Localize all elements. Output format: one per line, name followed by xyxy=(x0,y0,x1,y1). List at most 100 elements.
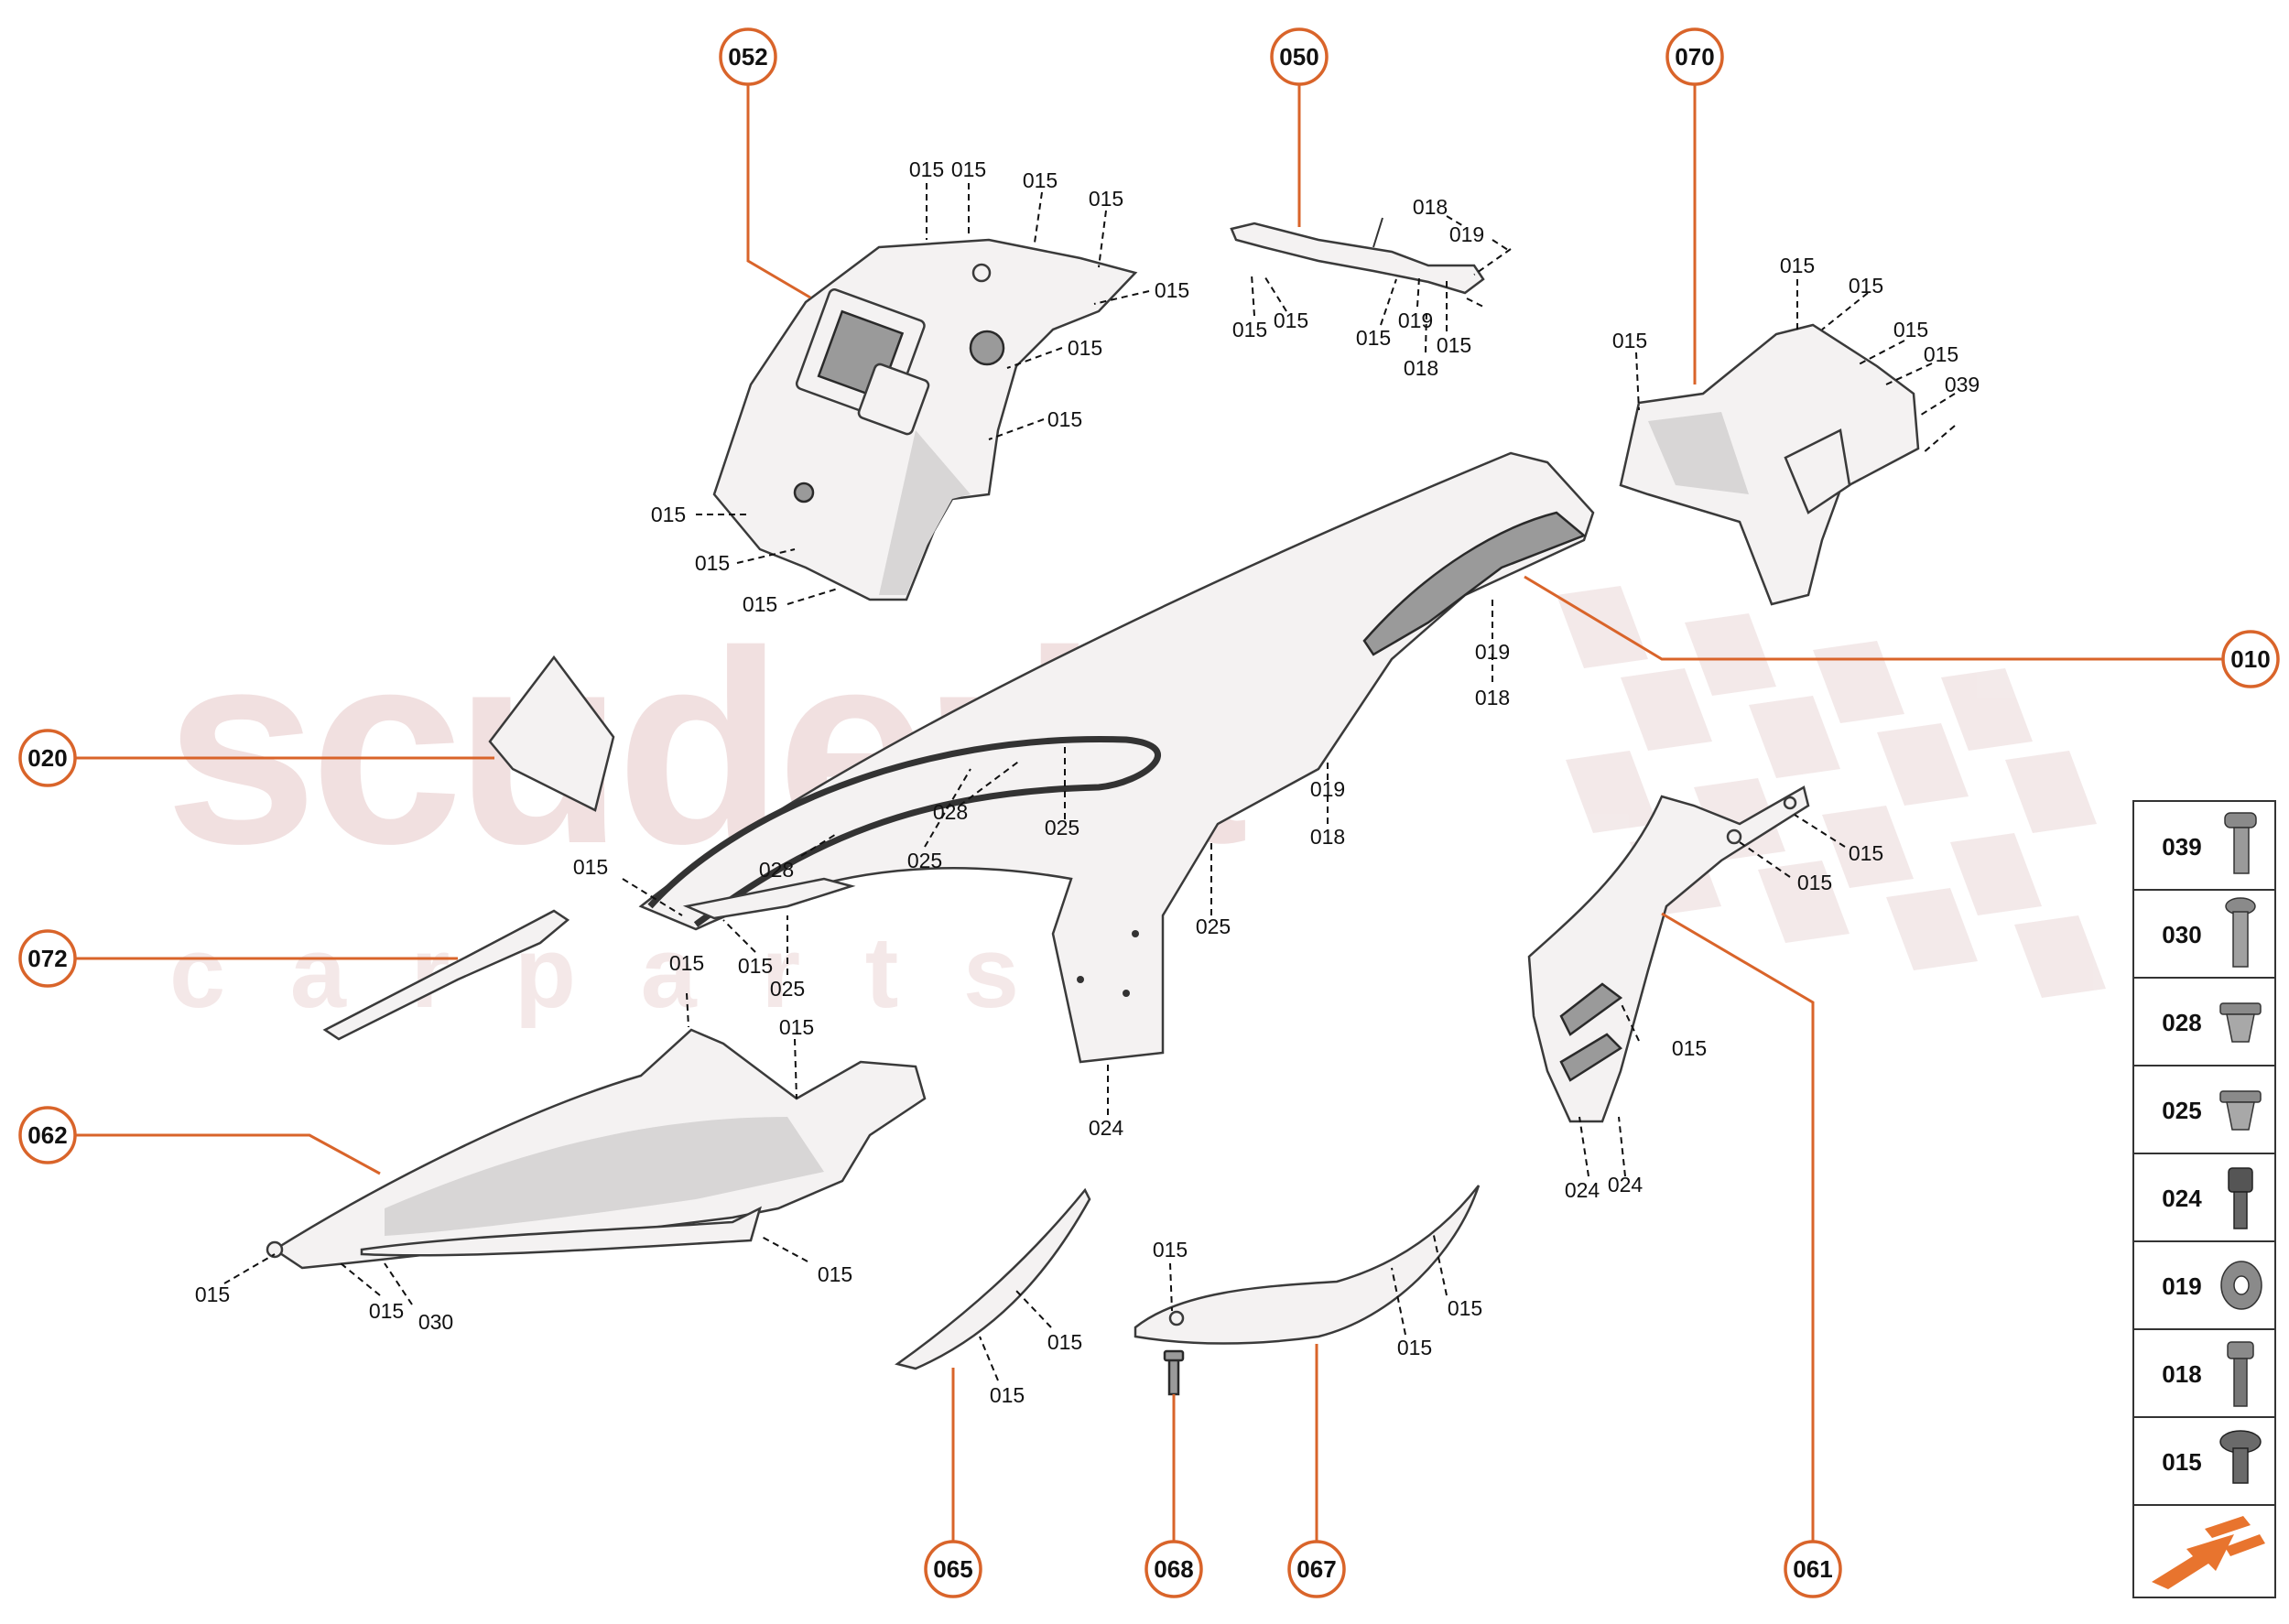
clip-nut-icon xyxy=(2219,1002,2262,1043)
part-number: 015 xyxy=(695,551,730,575)
part-number: 028 xyxy=(759,858,794,882)
callout-061[interactable]: 061 xyxy=(1784,1540,1842,1598)
part-number: 024 xyxy=(1089,1116,1124,1140)
part-number: 015 xyxy=(669,951,704,975)
part-number: 015 xyxy=(779,1015,814,1039)
legend-row-039[interactable]: 039 xyxy=(2162,812,2257,874)
part-068-screw[interactable] xyxy=(1163,1349,1185,1396)
part-number: 015 xyxy=(1153,1238,1188,1261)
callout-050[interactable]: 050 xyxy=(1270,27,1329,86)
callout-065[interactable]: 065 xyxy=(924,1540,982,1598)
part-number: 019 xyxy=(1310,777,1345,801)
part-number-labels: 015 015 015 015 015 015 015 015 015 015 … xyxy=(195,157,1980,1407)
callout-065-label: 065 xyxy=(933,1555,972,1583)
part-number: 015 xyxy=(651,503,686,526)
part-number: 018 xyxy=(1475,686,1510,709)
part-number: 015 xyxy=(1356,326,1391,350)
legend-row-015[interactable]: 015 xyxy=(2162,1430,2262,1484)
checkered-flag-icon xyxy=(1557,586,2106,998)
callout-062-label: 062 xyxy=(27,1121,67,1149)
part-number: 028 xyxy=(933,800,968,824)
part-number: 019 xyxy=(1475,640,1510,664)
part-061-panel[interactable] xyxy=(1527,785,1810,1123)
part-065-panel[interactable] xyxy=(895,1187,1091,1370)
part-067-panel[interactable] xyxy=(1134,1185,1481,1345)
legend-row-024[interactable]: 024 xyxy=(2162,1167,2253,1229)
legend-row-025[interactable]: 025 xyxy=(2162,1090,2262,1131)
washer-icon xyxy=(2220,1261,2262,1310)
part-010-main-panel[interactable] xyxy=(638,451,1595,1064)
next-page-arrow-icon[interactable] xyxy=(2152,1516,2265,1589)
part-number: 015 xyxy=(818,1262,852,1286)
part-020-trim[interactable] xyxy=(488,655,615,812)
part-number: 018 xyxy=(1404,356,1438,380)
part-number-leaders xyxy=(223,183,1956,1381)
part-number: 015 xyxy=(1155,278,1189,302)
legend-code: 024 xyxy=(2162,1185,2202,1212)
clip-nut-icon xyxy=(2219,1090,2262,1131)
part-number: 030 xyxy=(418,1310,453,1334)
part-number: 015 xyxy=(990,1383,1025,1407)
callout-062[interactable]: 062 xyxy=(18,1106,77,1164)
watermark-tagline: c a r p a r t s xyxy=(169,916,1037,1029)
callout-leader-lines xyxy=(64,73,2223,1547)
part-number: 015 xyxy=(1437,333,1471,357)
part-050-bracket[interactable] xyxy=(1230,217,1485,295)
part-number: 015 xyxy=(195,1283,230,1306)
part-number: 015 xyxy=(1612,329,1647,352)
part-number: 015 xyxy=(1047,1330,1082,1354)
part-number: 015 xyxy=(1274,309,1308,332)
legend-row-018[interactable]: 018 xyxy=(2162,1341,2254,1407)
part-number: 024 xyxy=(1565,1178,1600,1202)
part-number: 015 xyxy=(1849,841,1883,865)
callout-020-label: 020 xyxy=(27,744,67,772)
legend-code: 019 xyxy=(2162,1272,2201,1300)
part-number: 018 xyxy=(1310,825,1345,849)
callout-070[interactable]: 070 xyxy=(1665,27,1724,86)
part-052-panel[interactable] xyxy=(712,238,1138,601)
callout-067[interactable]: 067 xyxy=(1287,1540,1346,1598)
part-number: 015 xyxy=(1672,1036,1707,1060)
callout-010[interactable]: 010 xyxy=(2221,630,2280,688)
callout-068[interactable]: 068 xyxy=(1144,1540,1203,1598)
part-number: 015 xyxy=(1849,274,1883,298)
part-number: 015 xyxy=(1089,187,1123,211)
callout-068-label: 068 xyxy=(1154,1555,1193,1583)
part-number: 015 xyxy=(738,954,773,978)
flange-screw-icon xyxy=(2219,1430,2262,1484)
callout-052[interactable]: 052 xyxy=(719,27,777,86)
callout-020[interactable]: 020 xyxy=(18,729,77,787)
legend-code: 015 xyxy=(2162,1448,2201,1476)
part-072-strip[interactable] xyxy=(322,909,570,1041)
legend-row-028[interactable]: 028 xyxy=(2162,1002,2262,1043)
part-number: 019 xyxy=(1449,222,1484,246)
part-number: 015 xyxy=(1397,1336,1432,1359)
part-number: 024 xyxy=(1608,1173,1644,1196)
part-number: 015 xyxy=(1232,318,1267,341)
callout-072[interactable]: 072 xyxy=(18,929,77,988)
part-number: 015 xyxy=(1047,407,1082,431)
long-screw-icon xyxy=(2225,897,2256,968)
socket-cap-screw-icon xyxy=(2228,1167,2253,1229)
callout-050-label: 050 xyxy=(1279,43,1318,70)
part-number: 015 xyxy=(1893,318,1928,341)
legend-code: 030 xyxy=(2162,921,2201,948)
part-number: 015 xyxy=(743,592,777,616)
part-number: 015 xyxy=(1068,336,1102,360)
legend-row-030[interactable]: 030 xyxy=(2162,897,2256,968)
callout-072-label: 072 xyxy=(27,945,67,972)
part-062-panel[interactable] xyxy=(266,1028,927,1270)
callout-070-label: 070 xyxy=(1675,43,1714,70)
callout-061-label: 061 xyxy=(1793,1555,1832,1583)
callout-010-label: 010 xyxy=(2230,645,2270,673)
part-number: 039 xyxy=(1945,373,1980,396)
part-number: 015 xyxy=(1448,1296,1482,1320)
part-number: 025 xyxy=(1196,915,1231,938)
legend-row-019[interactable]: 019 xyxy=(2162,1261,2262,1310)
legend-code: 018 xyxy=(2162,1360,2201,1388)
legend-code: 028 xyxy=(2162,1009,2201,1036)
part-number: 015 xyxy=(909,157,944,181)
part-070-duct[interactable] xyxy=(1619,323,1920,606)
legend-code: 039 xyxy=(2162,833,2201,861)
